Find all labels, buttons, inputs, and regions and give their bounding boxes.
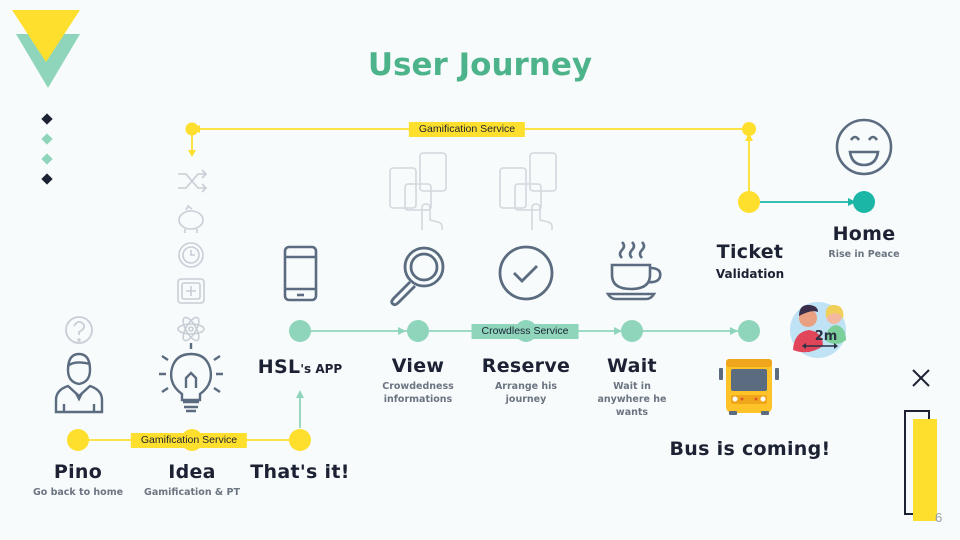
clock-icon xyxy=(178,242,204,268)
piggy-bank-icon xyxy=(178,204,204,233)
happy-face-icon xyxy=(835,118,893,176)
node-top-right xyxy=(742,122,756,136)
node-top-left xyxy=(185,122,199,136)
first-aid-icon xyxy=(177,278,205,304)
pino-subtitle: Go back to home xyxy=(32,487,124,498)
arrow-down-icon xyxy=(188,150,196,157)
middle-service-label: Crowdless Service xyxy=(471,324,579,339)
coffee-cup-icon xyxy=(605,241,662,301)
question-icon xyxy=(65,316,93,344)
wait-title: Wait xyxy=(607,355,657,377)
node-ticket xyxy=(738,191,760,213)
home-subtitle: Rise in Peace xyxy=(828,249,900,260)
top-gamification-loop xyxy=(191,128,750,201)
close-icon xyxy=(912,369,930,387)
hsl-suffix: 's APP xyxy=(300,362,343,376)
node-pino xyxy=(67,429,89,451)
node-bus xyxy=(738,320,760,342)
pino-title: Pino xyxy=(53,461,103,483)
wait-subtitle-line2: anywhere he xyxy=(597,394,667,405)
node-hsl xyxy=(289,320,311,342)
logo-triangles xyxy=(12,10,80,88)
check-circle-icon xyxy=(498,245,554,301)
wait-subtitle-line3: wants xyxy=(615,407,649,418)
idea-subtitle: Gamification & PT xyxy=(144,487,240,498)
corner-decoration xyxy=(904,410,937,521)
touchscreen-icon-view xyxy=(389,152,447,230)
distance-badge-label: 2m xyxy=(814,329,838,344)
bottom-service-label: Gamification Service xyxy=(130,433,248,448)
diamond-bullets xyxy=(41,113,53,185)
view-title: View xyxy=(391,355,445,377)
smartphone-icon xyxy=(283,245,318,302)
touchscreen-icon-reserve xyxy=(499,152,557,230)
bus-icon xyxy=(719,359,779,415)
idea-title: Idea xyxy=(168,461,216,483)
shuffle-icon xyxy=(178,169,208,193)
hsl-app-label: HSL's APP xyxy=(258,356,342,378)
atom-icon xyxy=(177,316,205,342)
view-subtitle-line1: Crowdedness xyxy=(382,381,454,392)
arrow-up-icon xyxy=(745,133,753,141)
ticket-subtitle: Validation xyxy=(715,267,785,281)
wait-subtitle: Wait in anywhere he wants xyxy=(598,380,667,419)
reserve-title: Reserve xyxy=(481,355,571,377)
thats-it-title: That's it! xyxy=(250,461,350,483)
reserve-subtitle: Arrange his journey xyxy=(495,380,557,406)
view-subtitle: Crowdedness informations xyxy=(382,380,454,406)
distance-badge-icon xyxy=(790,302,846,358)
bus-coming-title: Bus is coming! xyxy=(669,438,831,460)
slide-title: User Journey xyxy=(367,47,593,83)
home-title: Home xyxy=(832,223,896,245)
hsl-title: HSL xyxy=(257,356,301,378)
node-home xyxy=(853,191,875,213)
ticket-title: Ticket xyxy=(716,241,784,263)
reserve-subtitle-line1: Arrange his xyxy=(494,381,558,392)
top-service-label: Gamification Service xyxy=(408,122,526,137)
page-number: 6 xyxy=(935,510,943,525)
arrow-right-icon xyxy=(848,198,856,206)
node-thats-it xyxy=(289,429,311,451)
reserve-subtitle-line2: journey xyxy=(505,394,547,405)
node-wait xyxy=(621,320,643,342)
lightbulb-icon xyxy=(159,343,223,413)
businessman-icon xyxy=(54,352,104,414)
magnifier-icon xyxy=(390,246,445,307)
node-view xyxy=(407,320,429,342)
wait-subtitle-line1: Wait in xyxy=(613,381,651,392)
view-subtitle-line2: informations xyxy=(383,394,453,405)
